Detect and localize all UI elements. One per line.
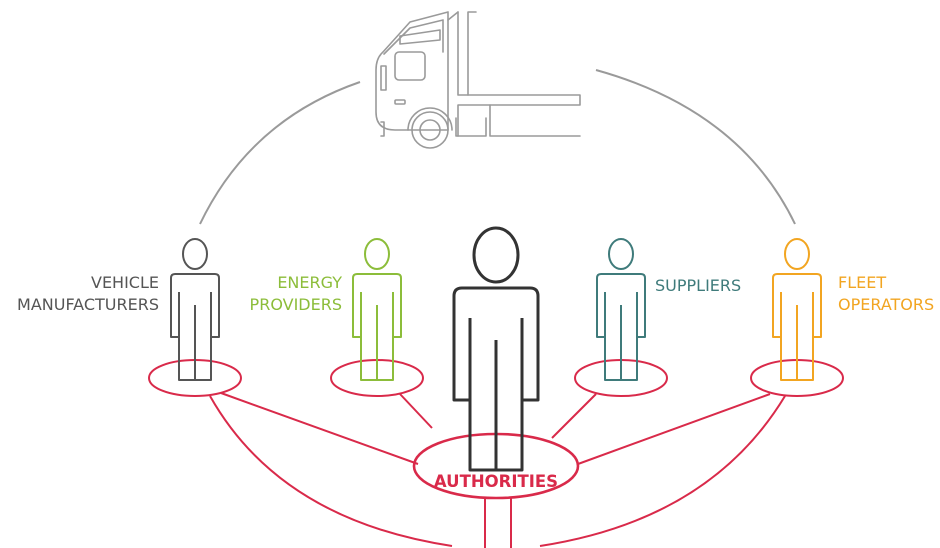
label-energy-providers-line1: ENERGY xyxy=(277,273,342,292)
arc-right xyxy=(595,69,796,225)
label-fleet-operators-line1: FLEET xyxy=(838,273,886,292)
label-suppliers: SUPPLIERS xyxy=(655,276,741,295)
truck-icon xyxy=(375,11,581,149)
arc-left xyxy=(199,81,361,225)
person-icon-authorities xyxy=(452,226,540,472)
label-vehicle-manufacturers-line2: MANUFACTURERS xyxy=(17,295,159,314)
person-icon-energy-providers xyxy=(352,238,402,381)
connections xyxy=(148,359,844,548)
person-icon-suppliers xyxy=(596,238,646,381)
label-energy-providers-line2: PROVIDERS xyxy=(250,295,342,314)
person-icon-fleet-operators xyxy=(772,238,822,381)
label-authorities: AUTHORITIES xyxy=(434,472,558,491)
label-vehicle-manufacturers-line1: VEHICLE xyxy=(91,273,159,292)
label-fleet-operators-line2: OPERATORS xyxy=(838,295,934,314)
person-icon-vehicle-manufacturers xyxy=(170,238,220,381)
